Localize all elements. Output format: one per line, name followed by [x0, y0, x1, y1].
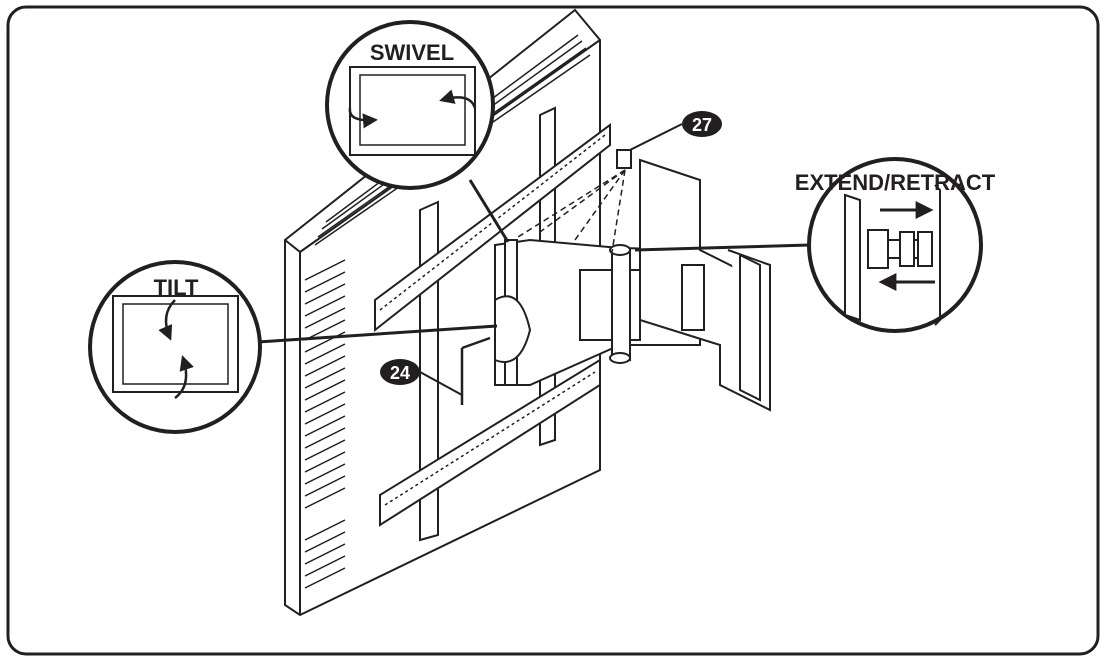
extend-detail-wall [934, 184, 941, 326]
swivel-callout: SWIVEL [325, 20, 495, 190]
extend-detail-plate [844, 193, 861, 322]
extend-retract-callout: EXTEND/RETRACT [795, 157, 996, 333]
screw-leader-line [629, 123, 683, 151]
wall-plate [639, 158, 771, 412]
part-badge-24: 24 [380, 359, 420, 385]
swivel-left-arrow [348, 107, 378, 129]
allen-key [460, 336, 491, 405]
tv-panel [284, 8, 601, 617]
screw-guide-lines [517, 169, 626, 253]
swivel-screen-inner [359, 74, 466, 146]
part-number-24: 24 [390, 363, 410, 383]
part-number-27: 27 [692, 115, 712, 135]
tilt-label: TILT [154, 275, 199, 300]
extend-detail-hinge [867, 229, 933, 269]
callout-leaders [257, 179, 811, 344]
tv-vents-side [304, 259, 346, 589]
tilt-down-arrow [174, 355, 194, 399]
tilt-up-arrow [158, 299, 176, 341]
swivel-label: SWIVEL [370, 40, 454, 65]
swivel-right-arrow [439, 89, 477, 109]
part-badge-27: 27 [682, 111, 722, 137]
screw-part [616, 149, 632, 169]
allen-key-leader-line [419, 371, 463, 396]
tilt-callout: TILT [88, 260, 262, 434]
mounting-rails [374, 123, 611, 527]
extend-retract-label: EXTEND/RETRACT [795, 170, 996, 195]
tilt-screen-inner [122, 303, 229, 385]
